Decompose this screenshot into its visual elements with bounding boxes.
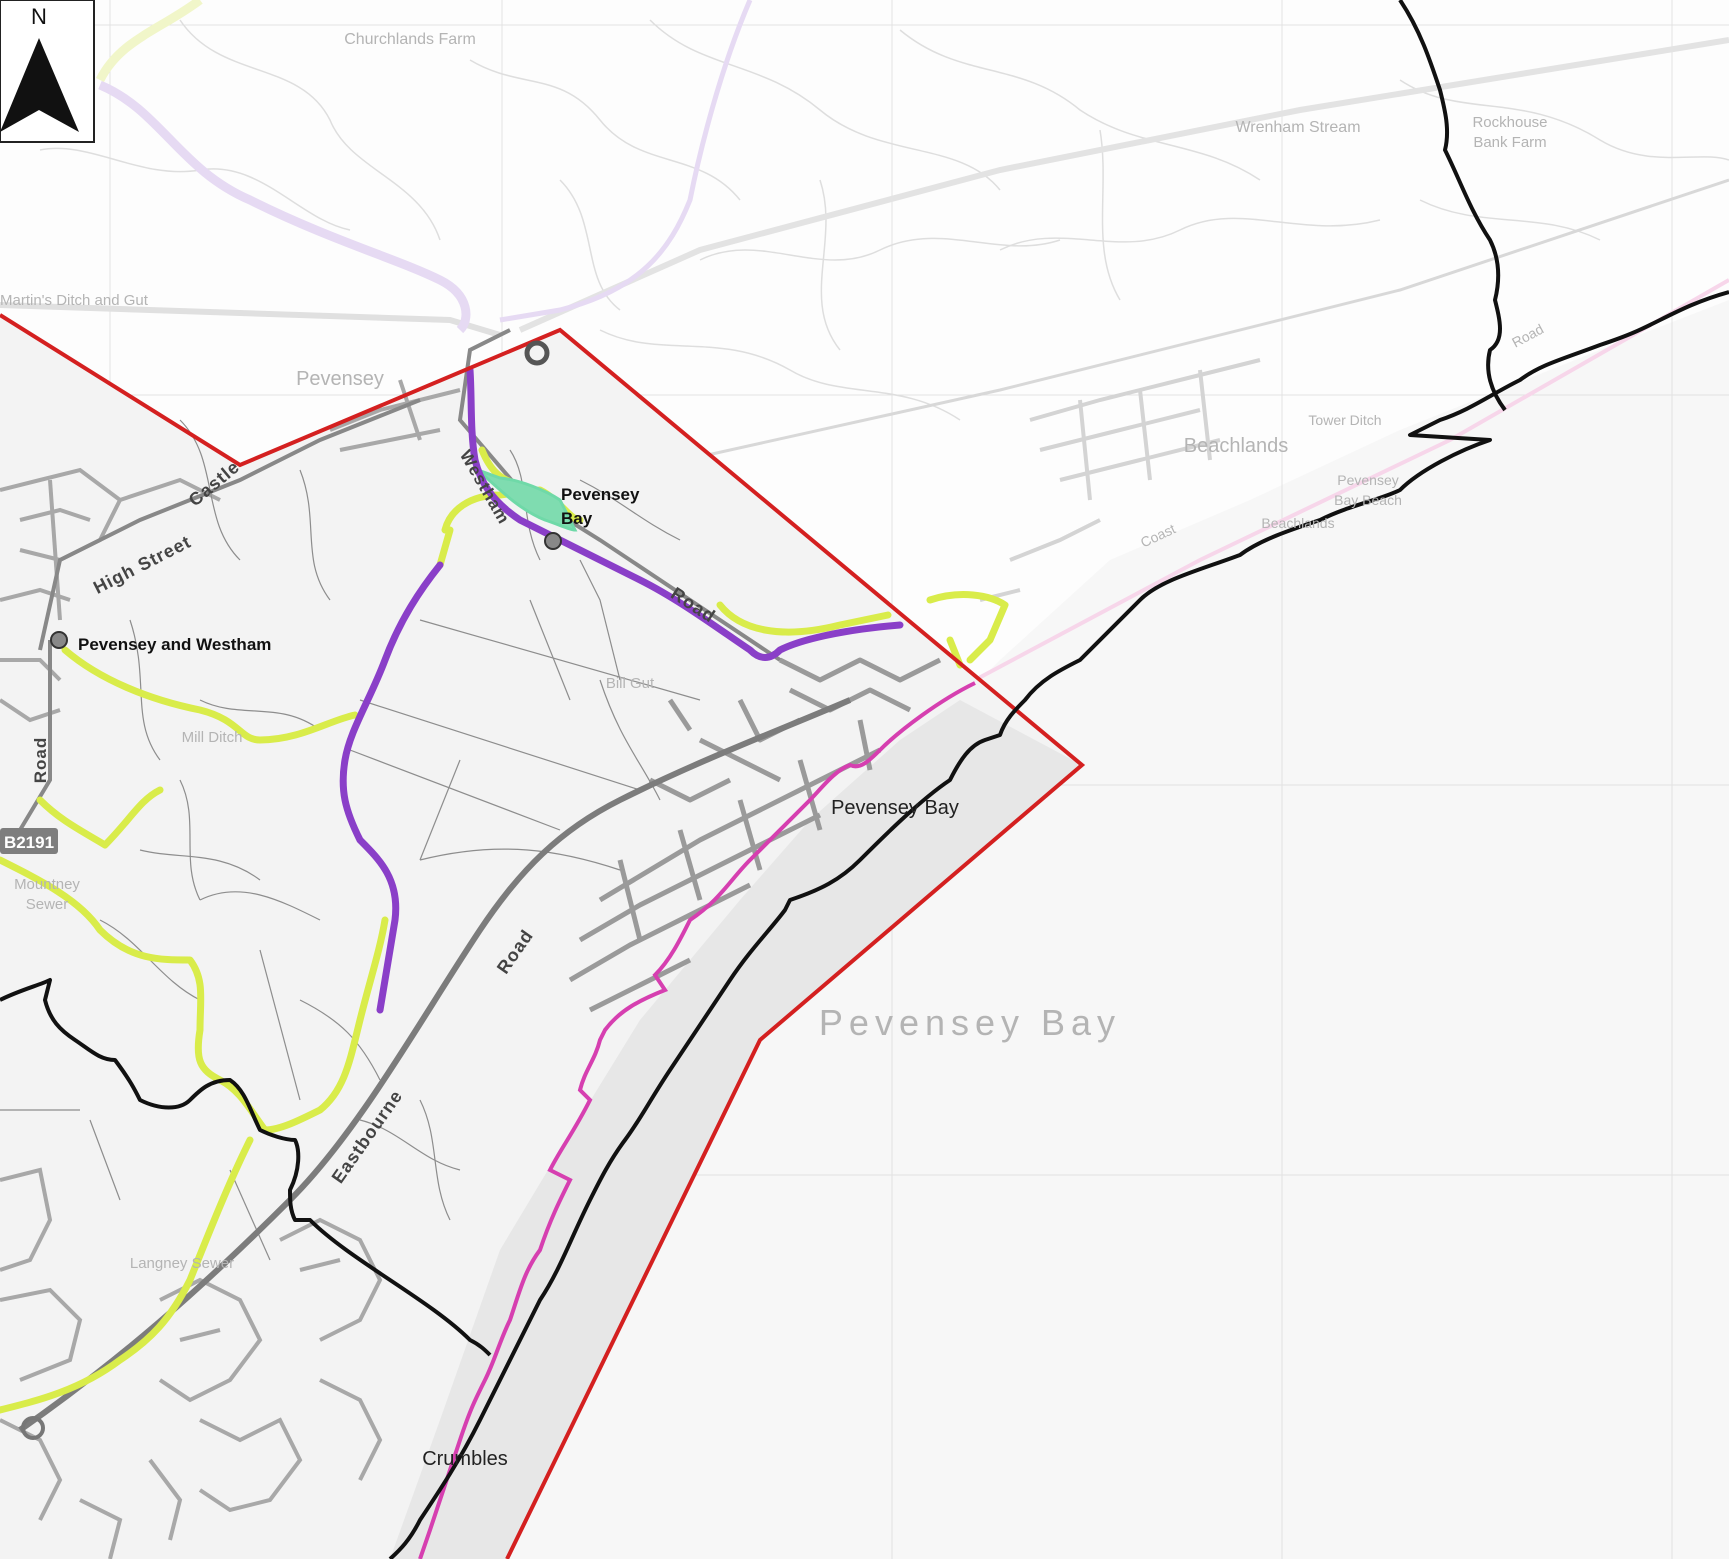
magenta-route <box>418 681 976 1559</box>
settlement-streets <box>568 657 942 1013</box>
a-road-faint <box>0 302 501 338</box>
label-bill-gut: Bill Gut <box>606 675 655 692</box>
north-arrow: N <box>0 0 95 143</box>
railway-east <box>639 178 1729 472</box>
label-tower-ditch: Tower Ditch <box>1308 412 1381 428</box>
study-area-boundary <box>0 313 1086 1559</box>
label-pevensey-bay-beach-1: Pevensey <box>1337 472 1398 488</box>
beachlands-faint-streets <box>979 358 1261 602</box>
sea-area <box>430 300 1729 1559</box>
label-pevensey-bay-station-2: Bay <box>561 509 593 528</box>
faint-pink-coast-route <box>974 278 1729 682</box>
faint-purple-route <box>98 80 471 334</box>
b2191-label: B2191 <box>4 833 54 852</box>
label-pevensey-bay-beach-2: Bay Beach <box>1334 492 1402 508</box>
label-road-vertical: Road <box>31 737 50 784</box>
railway-north <box>518 37 1729 333</box>
study-area-fill <box>0 315 1082 1559</box>
label-sewer: Sewer <box>26 896 69 913</box>
label-pevensey-bay-station-1: Pevensey <box>561 485 640 504</box>
label-crumbles: Crumbles <box>422 1448 508 1470</box>
label-st-martins-ditch: Martin's Ditch and Gut <box>0 292 149 309</box>
label-pevensey-bay-sea: Pevensey Bay <box>819 1002 1121 1043</box>
station-pevensey-bay[interactable] <box>544 532 562 550</box>
label-churchlands-farm: Churchlands Farm <box>344 31 476 48</box>
station-pevensey-westham[interactable] <box>50 631 68 649</box>
eastbourne-road <box>18 697 852 1433</box>
faint-yellow-route <box>95 0 203 83</box>
faint-purple-route-2 <box>499 0 753 323</box>
label-rockhouse: Rockhouse <box>1472 114 1547 131</box>
purple-routes <box>339 366 904 1014</box>
roundabout-north <box>524 340 550 366</box>
field-boundaries <box>0 419 701 1261</box>
label-langney-sewer: Langney Sewer <box>130 1255 234 1272</box>
roundabout-south <box>21 1416 45 1440</box>
label-bank-farm: Bank Farm <box>1473 134 1546 151</box>
label-mill-ditch: Mill Ditch <box>182 729 243 746</box>
north-arrow-icon <box>0 38 79 132</box>
high-street-road <box>38 398 421 651</box>
label-beachlands-small: Beachlands <box>1261 515 1334 531</box>
label-mountney: Mountney <box>14 876 80 893</box>
beach-strip <box>390 700 1082 1559</box>
north-letter: N <box>31 4 47 29</box>
westham-road-vertical <box>18 640 52 832</box>
label-beachlands: Beachlands <box>1184 435 1289 457</box>
green-route <box>476 468 578 532</box>
label-pevensey-bay-town: Pevensey Bay <box>831 797 959 819</box>
label-pevensey-and-westham: Pevensey and Westham <box>78 635 271 654</box>
label-wrenham-stream: Wrenham Stream <box>1235 119 1360 136</box>
b2191-badge: B2191 <box>0 828 58 854</box>
label-pevensey-village: Pevensey <box>296 368 384 390</box>
